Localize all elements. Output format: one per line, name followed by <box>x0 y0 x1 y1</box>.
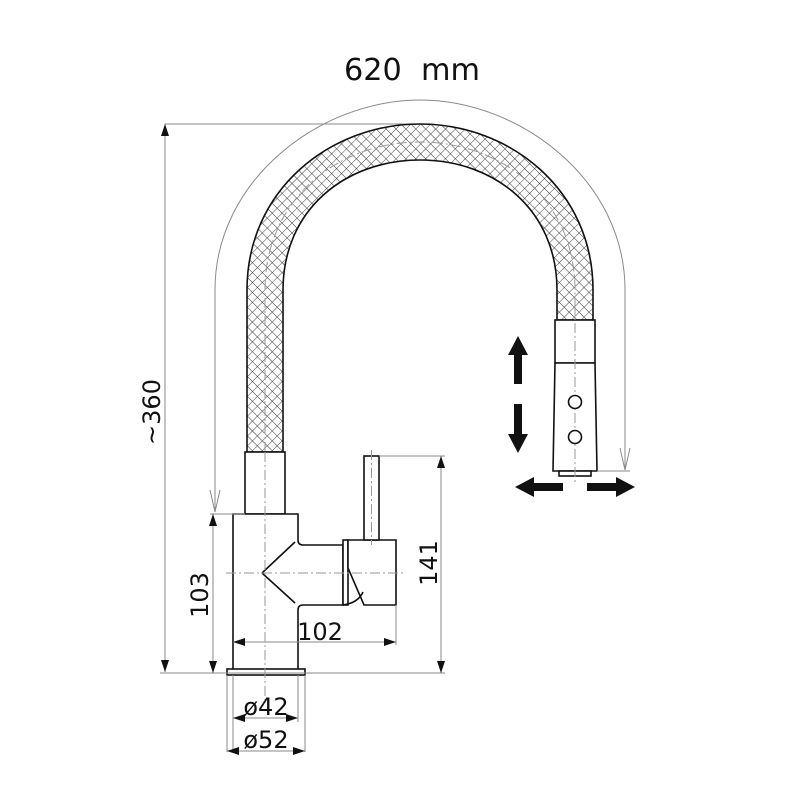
hose-centerline <box>264 141 576 452</box>
spray-button-1 <box>567 394 583 410</box>
reach-arrow-left <box>209 489 221 513</box>
arrow-up-icon <box>508 336 528 384</box>
arrow-left-icon <box>515 477 563 497</box>
flexible-hose <box>246 123 594 453</box>
base-plate <box>226 668 306 676</box>
inner-diameter-label: ø42 <box>243 693 288 721</box>
arrow-down-icon <box>508 404 528 453</box>
arrow-right-icon <box>587 477 635 497</box>
lever-housing-curve <box>342 591 364 606</box>
body-height-dimension: 103 <box>160 513 445 674</box>
spray-button-2 <box>567 429 583 445</box>
lever-height-dimension: 141 <box>379 455 445 673</box>
inner-diameter-dimension: ø42 <box>233 693 298 722</box>
faucet-body <box>232 513 344 671</box>
height-label: ~360 <box>138 379 166 445</box>
height-arrow-bottom <box>161 660 169 672</box>
body-chamfer-lower <box>261 572 296 604</box>
reach-label: 620 mm <box>344 53 480 88</box>
body-height-label: 103 <box>186 572 214 618</box>
outer-diameter-dimension: ø52 <box>227 726 305 755</box>
lever-projection-dimension: 102 <box>233 605 397 646</box>
reach-dimension: 620 mm <box>209 53 631 513</box>
height-dimension: ~360 <box>138 123 420 672</box>
reach-arc-line <box>214 99 626 512</box>
spray-head <box>552 305 630 482</box>
lever-projection-label: 102 <box>297 618 343 646</box>
body-chamfer-upper <box>261 541 296 574</box>
reach-arrow-right <box>619 447 631 471</box>
lever-height-label: 141 <box>415 540 443 586</box>
height-arrow-top <box>161 124 169 136</box>
outer-diameter-label: ø52 <box>243 726 288 754</box>
